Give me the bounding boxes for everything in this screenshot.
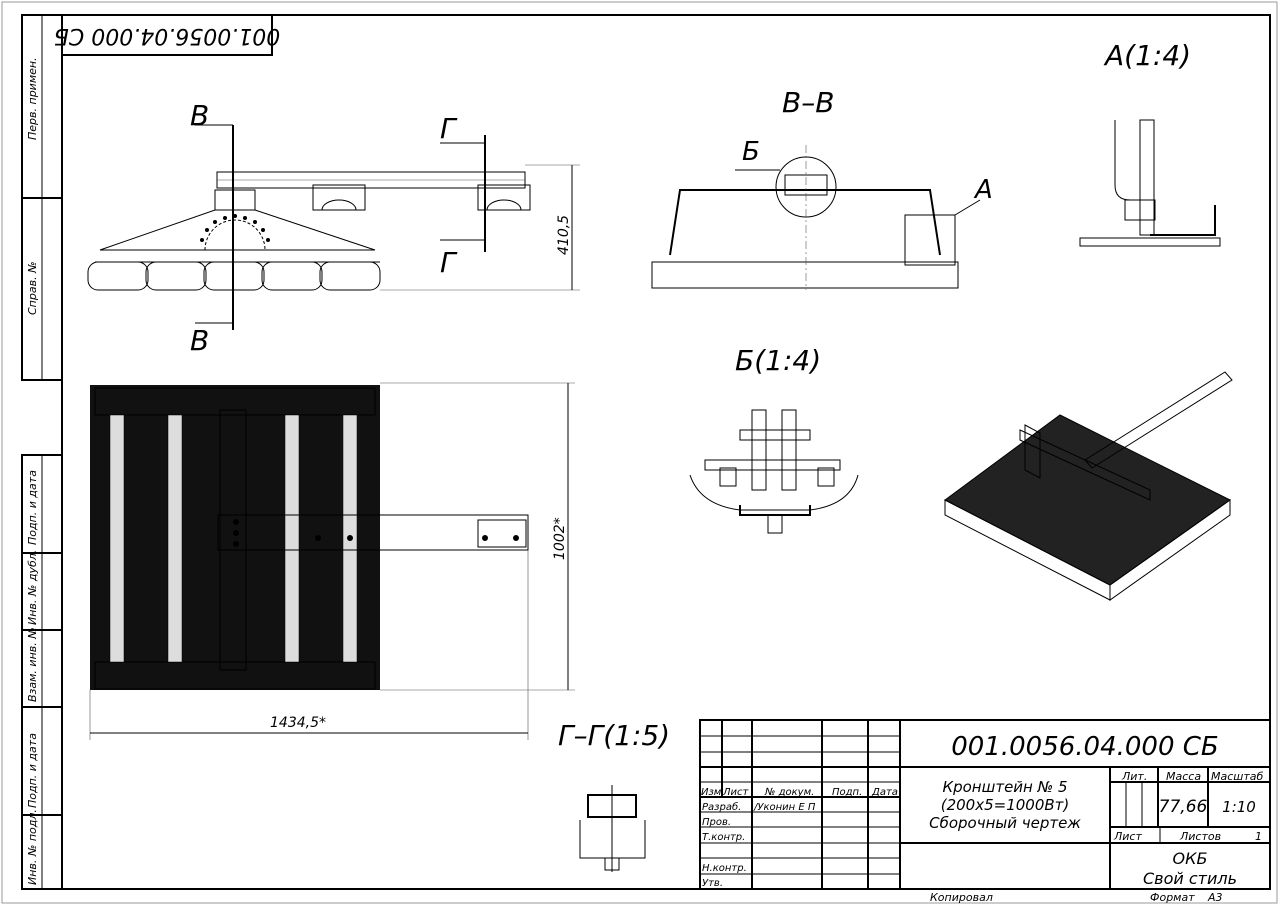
sheet-label: Лист	[1113, 830, 1142, 843]
detail-marker-a: А	[973, 175, 993, 205]
front-view: 410,5 В В Г Г	[87, 99, 580, 357]
section-label-g-bottom: Г	[440, 246, 458, 279]
section-bb-title: В–В	[782, 86, 834, 119]
stamp-label: Инв. № дубл.	[26, 550, 39, 625]
title-block: 001.0056.04.000 СБ Изм. Лист № докум. По…	[699, 719, 1271, 904]
header-doc: № докум.	[764, 787, 814, 798]
section-label-b-top: В	[190, 99, 209, 132]
section-label-g-top: Г	[440, 112, 458, 145]
dimension-length: 1434,5*	[270, 715, 326, 731]
section-label-b-bottom: В	[190, 324, 209, 357]
section-bb-view: В–В Б А	[651, 86, 993, 290]
name-line-1: Кронштейн № 5	[942, 778, 1067, 796]
sheets-label: Листов	[1179, 830, 1221, 843]
isometric-view	[944, 371, 1233, 601]
dimension-width: 1002*	[552, 517, 568, 560]
role-developer: Разраб.	[702, 801, 741, 813]
drawing-frame	[61, 14, 1271, 890]
plan-view: 1002* 1434,5*	[89, 382, 575, 740]
stamp-label: Подп. и дата	[26, 470, 39, 545]
mass-value: 77,66	[1159, 797, 1208, 817]
mirrored-designation: 001.0056.04.000 СБ	[54, 23, 280, 48]
header-sign: Подп.	[832, 787, 862, 798]
header-list: Лист	[722, 787, 750, 798]
lit-label: Лит.	[1121, 770, 1147, 783]
mass-label: Масса	[1166, 770, 1201, 783]
side-stamp: Перв. примен. Справ. № Подп. и дата Инв.…	[21, 14, 63, 890]
role-tech-control: Т.контр.	[702, 832, 745, 843]
developer-name: /Уконин Е П	[753, 802, 816, 813]
stamp-label: Перв. примен.	[26, 57, 39, 140]
designation: 001.0056.04.000 СБ	[951, 732, 1219, 762]
stamp-label: Подп. и дата	[26, 733, 39, 808]
sheets-value: 1	[1255, 830, 1262, 843]
detail-marker-b: Б	[742, 137, 760, 167]
section-gg-view: Г–Г(1:5)	[558, 719, 670, 872]
detail-a-title: А(1:4)	[1103, 39, 1191, 72]
format-label: Формат	[1150, 891, 1195, 904]
detail-b-view: Б(1:4)	[689, 344, 859, 534]
org-line-1: ОКБ	[1173, 849, 1208, 868]
section-gg-title: Г–Г(1:5)	[558, 719, 670, 752]
scale-value: 1:10	[1222, 798, 1256, 816]
role-norm-control: Н.контр.	[702, 863, 747, 874]
role-approved: Утв.	[702, 878, 723, 889]
scale-label: Масштаб	[1211, 770, 1263, 783]
detail-b-title: Б(1:4)	[735, 344, 821, 377]
name-line-2: (200х5=1000Вт)	[941, 796, 1070, 814]
format-value: А3	[1207, 891, 1223, 904]
header-date: Дата	[871, 787, 898, 798]
role-checker: Пров.	[702, 817, 731, 828]
header-izm: Изм.	[701, 787, 725, 798]
copied-label: Копировал	[930, 891, 993, 904]
stamp-label: Инв. № подл.	[26, 809, 39, 885]
stamp-label: Справ. №	[26, 261, 39, 315]
org-line-2: Свой стиль	[1143, 869, 1237, 888]
stamp-label: Взам. инв. №	[26, 627, 39, 702]
detail-a-view: А(1:4)	[1079, 39, 1221, 247]
name-line-3: Сборочный чертеж	[929, 814, 1081, 832]
dimension-height: 410,5	[556, 215, 572, 255]
